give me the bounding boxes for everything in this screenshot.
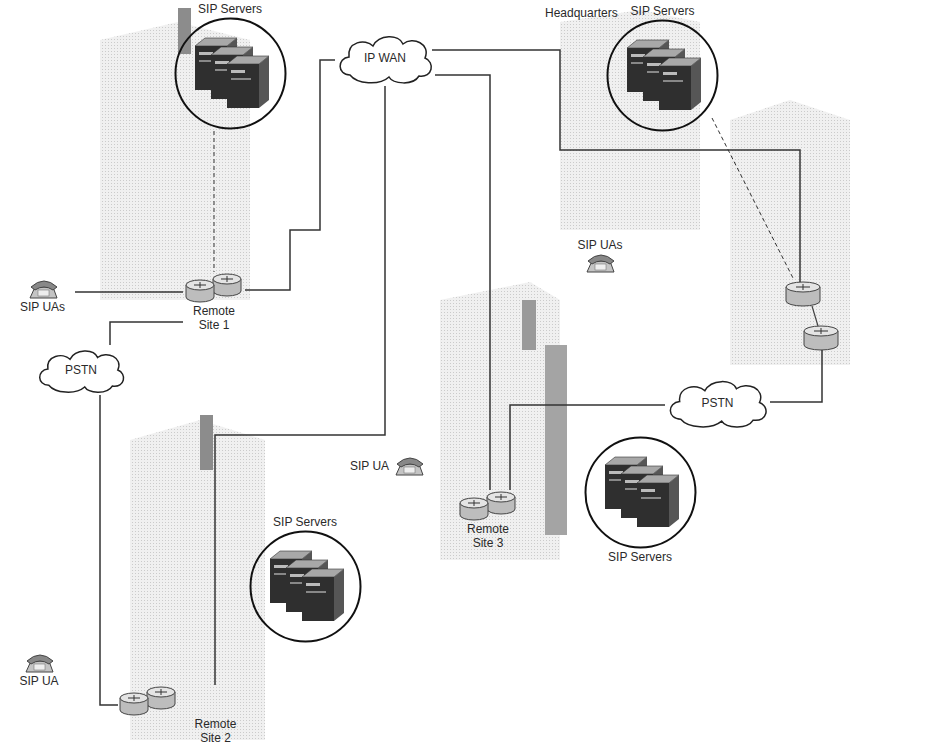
node-label: Remote Site 2 [188, 717, 243, 745]
node-label: SIP UA [8, 674, 70, 688]
sip-phone: SIP UA [8, 652, 70, 688]
server-group: SIP Servers [170, 2, 290, 131]
server-symbol [600, 18, 725, 133]
building-slab [545, 345, 567, 535]
router: Remote Site 1 [183, 272, 245, 332]
node-label: PSTN [65, 363, 97, 377]
server-symbol [245, 529, 365, 644]
node-label: PSTN [701, 396, 733, 410]
router-symbol [786, 282, 820, 306]
building-label: Headquarters [545, 6, 618, 20]
sip-phone: SIP UA [345, 455, 430, 477]
network-link [110, 322, 183, 345]
router-link [812, 306, 818, 326]
network-link [100, 395, 118, 705]
network-cloud: IP WAN [335, 30, 435, 86]
phone-symbol [8, 652, 70, 674]
building [730, 100, 850, 365]
phone-symbol [389, 455, 425, 477]
sip-phone: SIP UAs [570, 238, 630, 274]
network-link [75, 291, 183, 293]
network-link [214, 131, 215, 272]
network-link [215, 86, 385, 685]
building-slab [200, 415, 213, 470]
node-label: SIP Servers [580, 550, 700, 564]
node-label: SIP Servers [600, 4, 725, 18]
node-label: SIP UA [350, 459, 389, 473]
server-group: SIP Servers [580, 435, 700, 564]
network-cloud: PSTN [35, 345, 127, 395]
phone-symbol [10, 278, 75, 300]
node-label: IP WAN [364, 51, 406, 65]
server-symbol [580, 435, 700, 550]
network-cloud: PSTN [665, 375, 770, 430]
server-group: SIP Servers [245, 515, 365, 644]
node-label: SIP UAs [570, 238, 630, 252]
node-label: Remote Site 3 [455, 522, 521, 550]
node-label: SIP Servers [170, 2, 290, 16]
node-label: Remote Site 1 [183, 304, 245, 332]
router-symbol [183, 272, 245, 304]
node-label: SIP UAs [10, 300, 75, 314]
router-symbol [118, 685, 243, 717]
building [440, 282, 560, 560]
building-slab [522, 300, 536, 350]
leader-line [712, 118, 794, 280]
sip-phone: SIP UAs [10, 278, 75, 314]
building [130, 420, 265, 740]
pstn-link [770, 350, 822, 402]
node-label: SIP Servers [245, 515, 365, 529]
network-link [435, 75, 490, 490]
router: Remote Site 3 [455, 490, 521, 550]
router: Remote Site 2 [118, 685, 243, 745]
building-slab [178, 8, 191, 54]
server-symbol [170, 16, 290, 131]
server-group: SIP Servers [600, 4, 725, 133]
wan-link [432, 50, 800, 282]
router-symbol [804, 326, 838, 350]
phone-symbol [570, 252, 630, 274]
router-symbol [455, 490, 521, 522]
